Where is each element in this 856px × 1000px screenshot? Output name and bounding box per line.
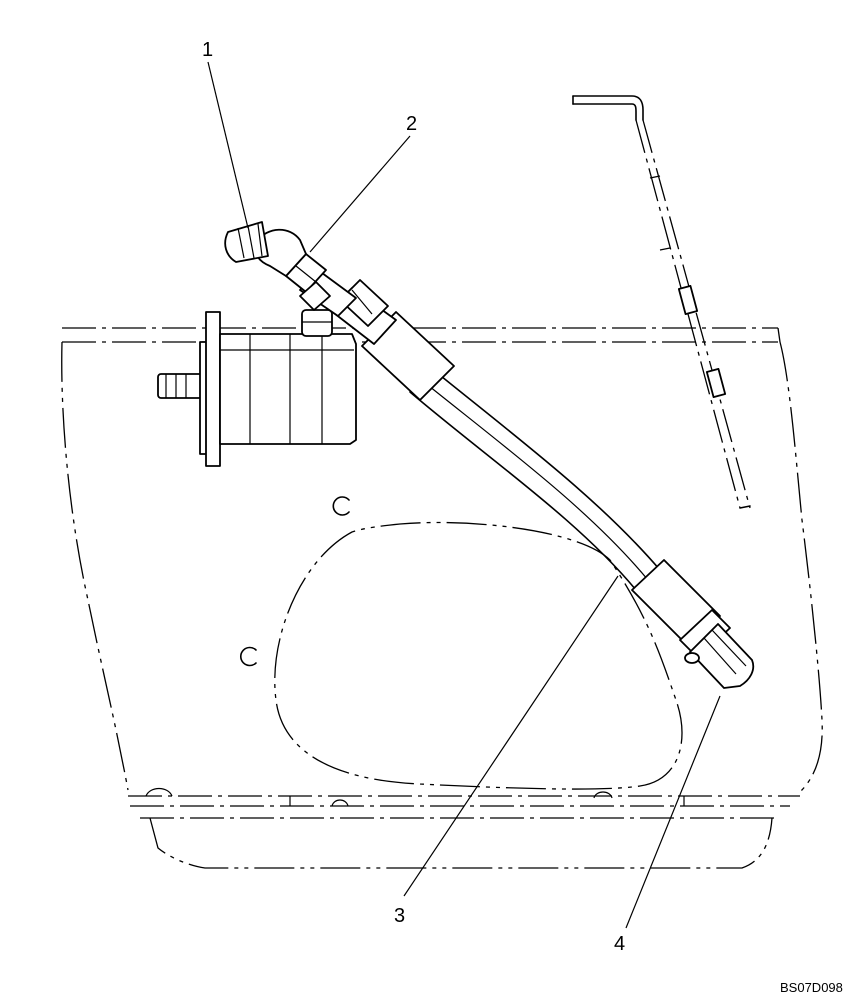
callout-4: 4 (614, 933, 625, 955)
drawing-code: BS07D098 (780, 980, 843, 995)
mount-hole-upper (332, 496, 350, 516)
fitting-lower (679, 609, 755, 689)
hose-assembly (224, 221, 755, 689)
callout-2: 2 (406, 113, 417, 135)
leader-lines (207, 61, 721, 929)
mount-hole-lower (240, 646, 257, 667)
hose (435, 371, 661, 571)
access-opening (274, 521, 683, 790)
elbow-fitting (224, 221, 307, 277)
hydraulic-pump (157, 309, 357, 467)
callout-1: 1 (202, 39, 213, 61)
bracket-rod (572, 95, 751, 509)
callout-3: 3 (394, 905, 405, 927)
frame-outline (61, 327, 823, 869)
